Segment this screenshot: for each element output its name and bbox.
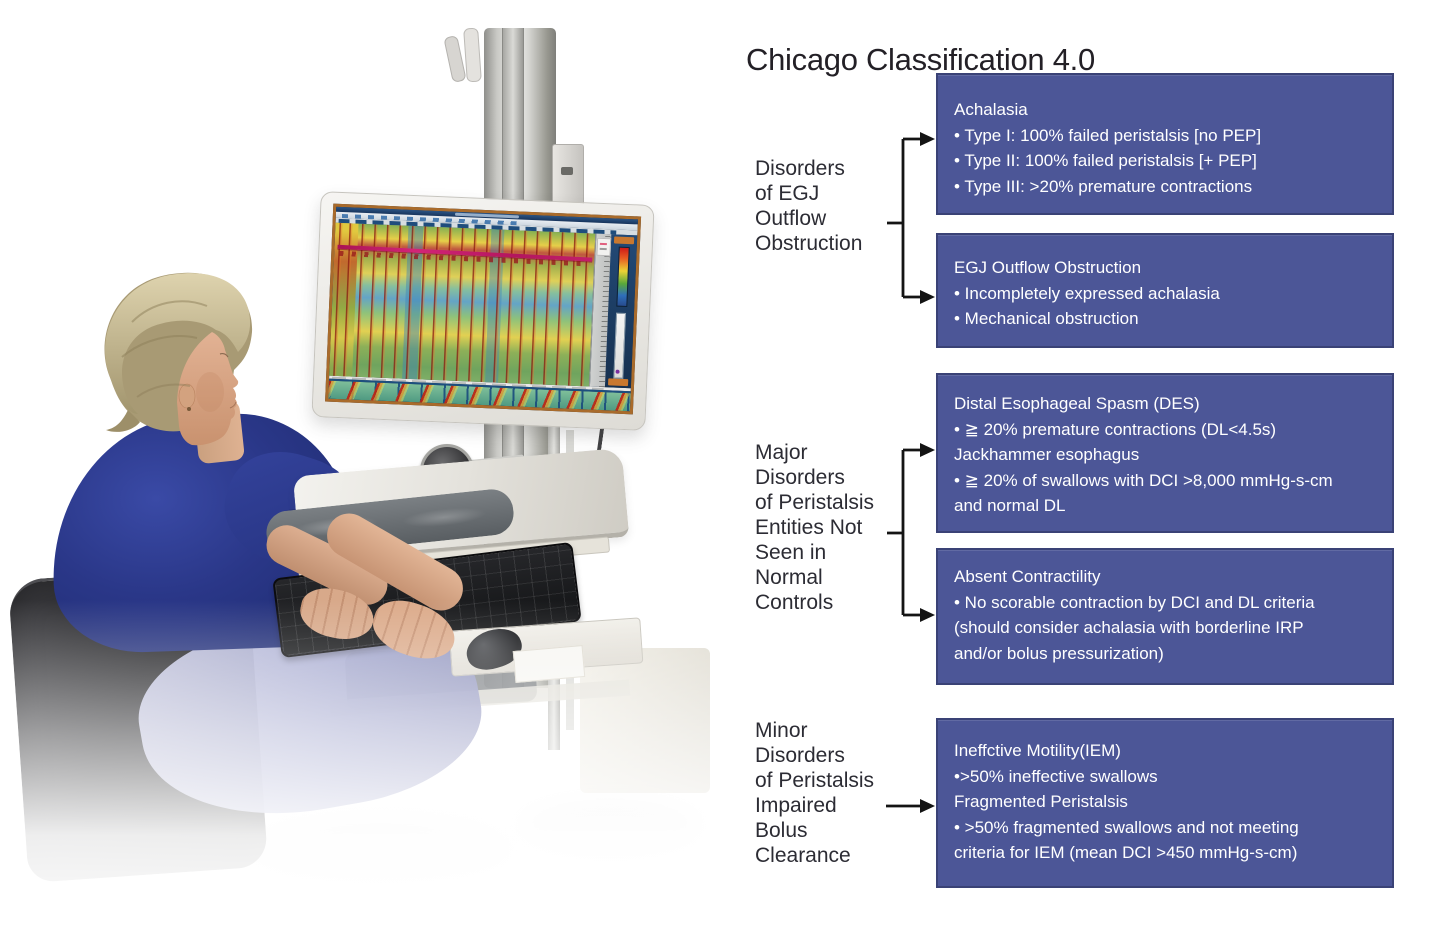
cart-hook-prong [463,27,482,83]
box-line: Fragmented Peristalsis [954,792,1128,811]
box-line: • >50% fragmented swallows and not meeti… [954,817,1299,837]
arrowhead [920,132,935,146]
box-heading: Absent Contractility [954,567,1101,586]
label-line: Minor [755,719,808,742]
monitor [311,191,655,431]
arrowhead [920,290,935,304]
box-heading: EGJ Outflow Obstruction [954,258,1142,277]
hair-strand [131,300,208,323]
clinician-head [104,272,253,446]
box-line: •>50% ineffective swallows [954,766,1158,786]
box-line: • Type I: 100% failed peristalsis [no PE… [954,125,1262,145]
hair-strand [136,383,191,398]
plot-legend-chip [596,237,612,257]
group-label-egj-outflow: Disorders of EGJ Outflow Obstruction [755,156,862,256]
classification-box-absent-contractility: Absent Contractility • No scorable contr… [936,548,1394,685]
label-line: Disorders [755,744,845,767]
label-line: Normal [755,566,823,589]
page-title: Chicago Classification 4.0 [746,41,1095,77]
scale-slider-thumb [615,369,620,374]
pressure-color-scale [615,246,630,307]
hair-top [105,273,251,414]
classification-box-achalasia: Achalasia • Type I: 100% failed peristal… [936,73,1394,215]
label-line: of Peristalsis [755,491,875,514]
clinician-workstation-photo [0,27,732,936]
box-heading: Distal Esophageal Spasm (DES) [954,394,1200,413]
box-line: • Type III: >20% premature contractions [954,176,1253,196]
device-slot [561,167,573,175]
bracket-major [887,448,921,617]
brow [219,353,229,358]
bracket-egj [887,137,921,299]
box-line: criteria for IEM (mean DCI >450 mmHg-s-c… [954,843,1298,862]
manometry-pressure-plot [329,222,596,387]
classification-box-iem-fragmented: Ineffctive Motility(IEM) •>50% ineffecti… [936,718,1394,888]
photo-fade-overlay [0,600,732,936]
box-heading: Achalasia [954,100,1028,119]
box-line: • No scorable contraction by DCI and DL … [954,592,1315,612]
label-line: Disorders [755,157,845,180]
label-line: of Peristalsis [755,769,875,792]
box-line: (should consider achalasia with borderli… [954,618,1304,637]
label-line: Controls [755,591,834,614]
box-line: • Type II: 100% failed peristalsis [+ PE… [954,151,1257,170]
arrowhead [920,608,935,622]
box-line: and/or bolus pressurization) [954,643,1164,663]
box-line: • ≧ 20% of swallows with DCI >8,000 mmHg… [954,470,1333,490]
label-line: Outflow [755,207,827,230]
sidebar-cap [613,236,635,245]
box-heading: Ineffctive Motility(IEM) [954,741,1121,760]
earring [187,407,191,411]
label-line: Disorders [755,466,845,489]
label-line: Obstruction [755,232,863,255]
monitor-screen [325,203,642,415]
group-label-minor-disorders: Minor Disorders of Peristalsis Impaired … [755,718,874,868]
classification-box-egj-outflow-obstruction: EGJ Outflow Obstruction • Incompletely e… [936,233,1394,348]
box-line: • Incompletely expressed achalasia [954,283,1220,303]
label-line: Seen in [755,541,827,564]
plot-row [329,222,638,389]
label-line: Entities Not [755,516,863,539]
cart-hook [443,27,496,88]
label-line: Bolus [755,819,808,842]
label-line: Major [755,441,808,464]
scale-slider [613,312,627,379]
hair-strand [121,335,198,358]
smile [229,401,237,409]
box-line: • Mechanical obstruction [954,309,1139,328]
classification-box-des-jackhammer: Distal Esophageal Spasm (DES) • ≧ 20% pr… [936,373,1394,533]
box-line: and normal DL [954,496,1066,515]
box-line: • ≧ 20% premature contractions (DL<4.5s) [954,419,1277,439]
face [177,332,239,446]
sidebar-cap [608,378,629,386]
ear [178,383,196,409]
cheek-shade [196,372,224,412]
label-line: Clearance [755,844,851,867]
hair-flick [106,410,140,432]
label-line: of EGJ [755,182,820,205]
group-label-major-disorders: Major Disorders of Peristalsis Entities … [755,440,874,615]
arrowhead [920,443,935,457]
arrowhead [920,799,935,813]
label-line: Impaired [755,794,837,817]
box-line: Jackhammer esophagus [954,445,1140,464]
